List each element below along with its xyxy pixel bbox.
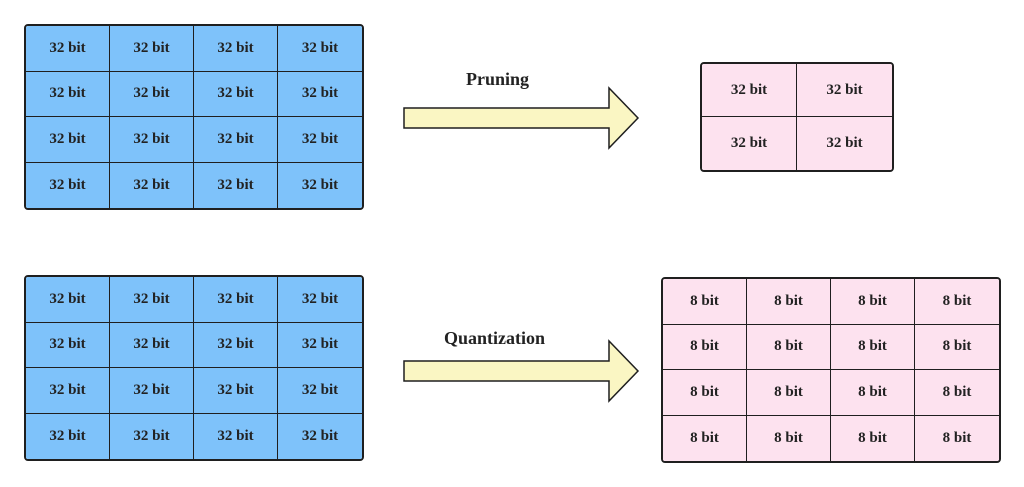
matrix-cell: 32 bit — [110, 117, 194, 163]
matrix-cell: 32 bit — [194, 413, 278, 459]
matrix-cell: 32 bit — [278, 413, 362, 459]
matrix-cell: 32 bit — [194, 322, 278, 368]
matrix-cell: 32 bit — [110, 413, 194, 459]
matrix-cell: 8 bit — [663, 370, 747, 416]
pruning-label: Pruning — [466, 69, 530, 89]
matrix-cell: 32 bit — [278, 71, 362, 117]
matrix-cell: 8 bit — [747, 279, 831, 325]
matrix-cell: 32 bit — [797, 117, 892, 170]
right-arrow-icon — [403, 86, 640, 150]
matrix-cell: 32 bit — [110, 162, 194, 208]
right-arrow-icon — [403, 339, 640, 403]
pruning-original-matrix: 32 bit 32 bit 32 bit 32 bit 32 bit 32 bi… — [24, 24, 364, 210]
matrix-cell: 32 bit — [194, 26, 278, 72]
pruned-matrix: 32 bit 32 bit 32 bit 32 bit — [700, 62, 894, 172]
matrix-cell: 8 bit — [915, 324, 999, 370]
quantized-matrix: 8 bit 8 bit 8 bit 8 bit 8 bit 8 bit 8 bi… — [661, 277, 1001, 463]
matrix-cell: 32 bit — [26, 322, 110, 368]
matrix-cell: 32 bit — [194, 117, 278, 163]
matrix-cell: 8 bit — [831, 370, 915, 416]
matrix-cell: 8 bit — [663, 415, 747, 461]
quantization-original-matrix: 32 bit 32 bit 32 bit 32 bit 32 bit 32 bi… — [24, 275, 364, 461]
matrix-cell: 8 bit — [747, 324, 831, 370]
matrix-cell: 32 bit — [194, 277, 278, 323]
matrix-cell: 32 bit — [26, 277, 110, 323]
matrix-cell: 32 bit — [26, 413, 110, 459]
matrix-cell: 32 bit — [26, 26, 110, 72]
matrix-cell: 32 bit — [110, 277, 194, 323]
matrix-cell: 8 bit — [831, 279, 915, 325]
matrix-cell: 8 bit — [915, 279, 999, 325]
matrix-cell: 32 bit — [797, 64, 892, 117]
matrix-cell: 8 bit — [747, 415, 831, 461]
matrix-cell: 32 bit — [278, 277, 362, 323]
matrix-cell: 8 bit — [915, 370, 999, 416]
matrix-cell: 32 bit — [110, 26, 194, 72]
matrix-cell: 32 bit — [278, 162, 362, 208]
matrix-cell: 32 bit — [110, 368, 194, 414]
matrix-cell: 8 bit — [663, 279, 747, 325]
matrix-cell: 32 bit — [26, 368, 110, 414]
matrix-cell: 8 bit — [663, 324, 747, 370]
matrix-cell: 32 bit — [194, 368, 278, 414]
matrix-cell: 32 bit — [702, 117, 797, 170]
matrix-cell: 32 bit — [278, 26, 362, 72]
matrix-cell: 32 bit — [194, 162, 278, 208]
matrix-cell: 8 bit — [747, 370, 831, 416]
quantization-label: Quantization — [444, 328, 546, 348]
matrix-cell: 32 bit — [26, 117, 110, 163]
matrix-cell: 8 bit — [831, 324, 915, 370]
matrix-cell: 32 bit — [110, 71, 194, 117]
matrix-cell: 8 bit — [915, 415, 999, 461]
matrix-cell: 32 bit — [278, 117, 362, 163]
matrix-cell: 32 bit — [702, 64, 797, 117]
matrix-cell: 32 bit — [194, 71, 278, 117]
matrix-cell: 32 bit — [278, 368, 362, 414]
matrix-cell: 32 bit — [26, 71, 110, 117]
matrix-cell: 8 bit — [831, 415, 915, 461]
matrix-cell: 32 bit — [26, 162, 110, 208]
matrix-cell: 32 bit — [278, 322, 362, 368]
matrix-cell: 32 bit — [110, 322, 194, 368]
